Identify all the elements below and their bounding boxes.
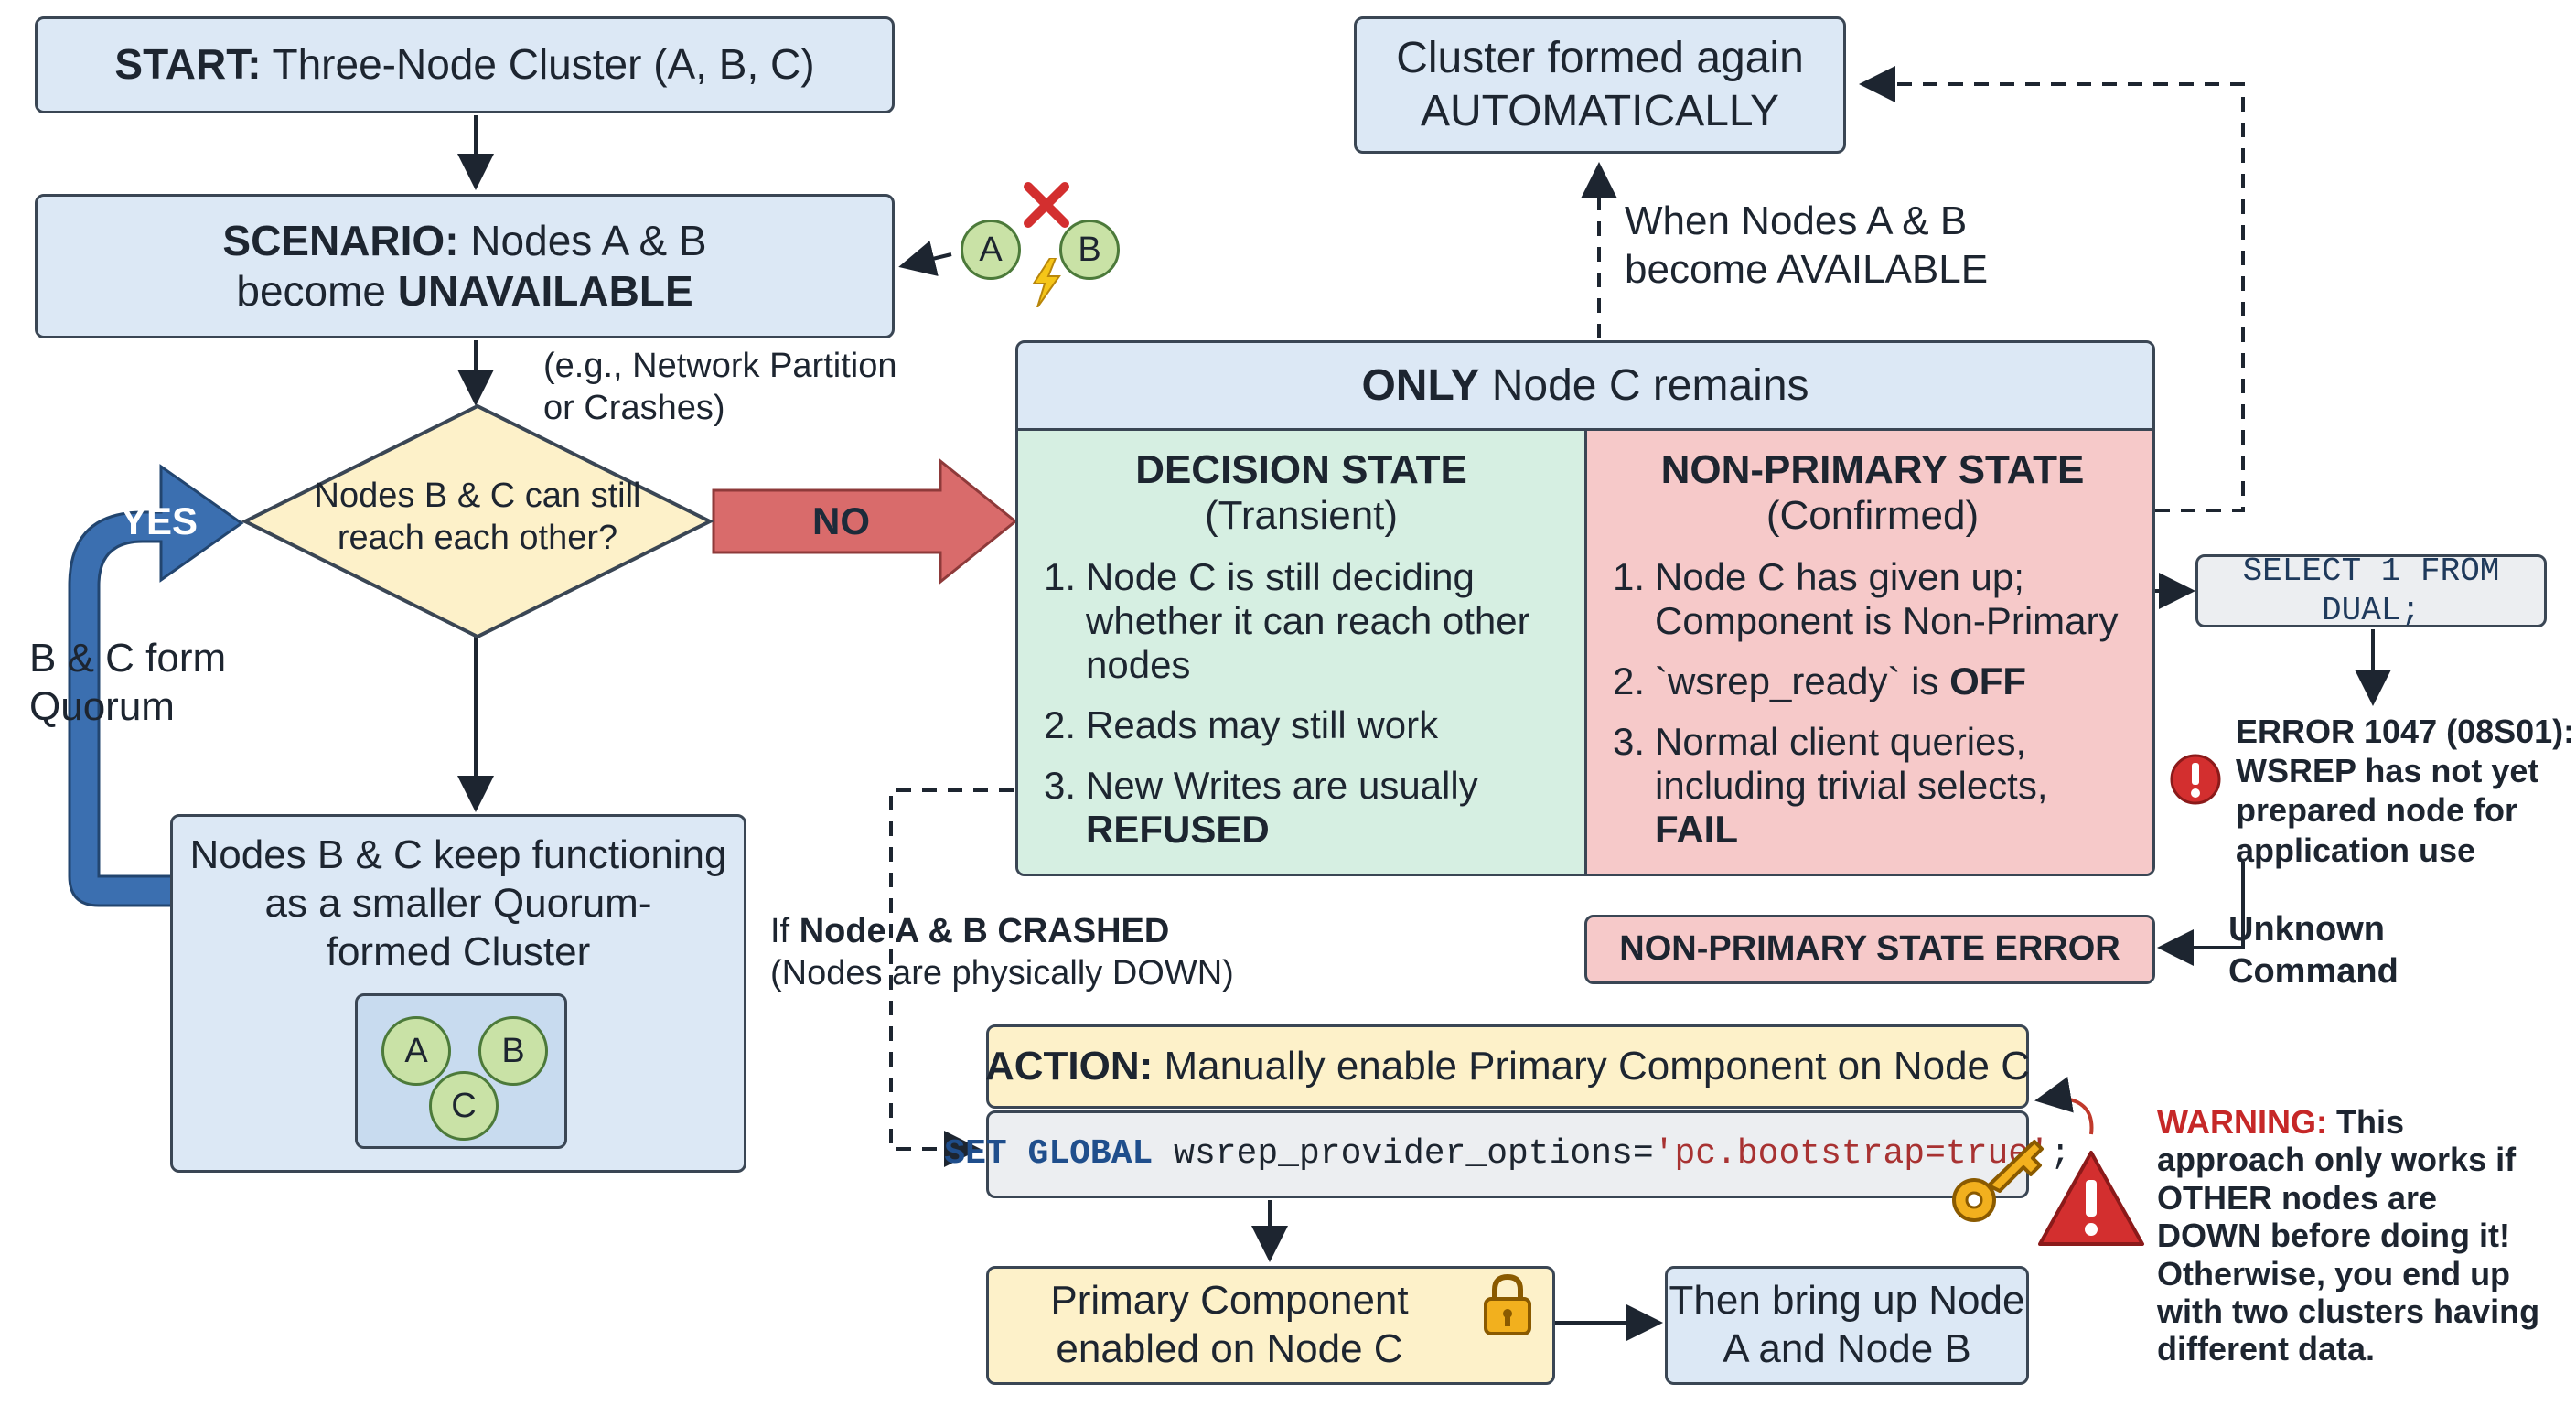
decision-diamond — [242, 403, 714, 639]
non-primary-item-1: 1.Node C has given up; Component is Non-… — [1613, 555, 2119, 642]
cluster-again-line1: Cluster formed again — [1396, 34, 1804, 83]
scenario-label: SCENARIO: — [222, 216, 459, 264]
bring-up-line1: Then bring up Node — [1669, 1278, 2025, 1324]
scenario-box: SCENARIO: Nodes A & B become UNAVAILABLE — [35, 194, 895, 338]
node-a-circle: A — [961, 220, 1021, 280]
no-arrow-shape — [712, 457, 1018, 585]
red-x-icon — [1024, 182, 1069, 228]
lightning-icon — [1032, 258, 1061, 307]
yes-label: YES — [121, 499, 199, 542]
error-message: ERROR 1047 (08S01): WSREP has not yet pr… — [2236, 713, 2575, 869]
yes-arrow-body — [68, 464, 244, 907]
start-label: START: — [114, 40, 262, 89]
set-global-box: SET GLOBAL wsrep_provider_options='pc.bo… — [944, 1110, 2071, 1198]
cluster-again-line2: AUTOMATICALLY — [1420, 87, 1780, 135]
warning-text: WARNING: This approach only works if OTH… — [2157, 1103, 2549, 1368]
bring-up-box: Then bring up Node A and Node B — [1665, 1266, 2029, 1385]
non-primary-title: NON-PRIMARY STATE — [1660, 447, 2085, 492]
cluster-node-a: A — [381, 1016, 451, 1086]
cluster-node-b: B — [478, 1016, 548, 1086]
non-primary-state-panel: NON-PRIMARY STATE (Confirmed) 1.Node C h… — [1587, 431, 2152, 874]
arrow-icon-scenario — [898, 241, 952, 276]
decision-state-subtitle: (Transient) — [1204, 493, 1399, 538]
unknown-command-label: Unknown Command — [2228, 910, 2399, 991]
broken-link-icon: A B — [961, 179, 1143, 307]
quorum-line1: Nodes B & C keep functioning — [189, 832, 727, 877]
non-primary-error-box: NON-PRIMARY STATE ERROR — [1584, 915, 2155, 984]
error-icon — [2170, 754, 2221, 805]
scenario-text: Nodes A & B — [458, 216, 707, 264]
primary-line1: Primary Component — [1050, 1278, 1409, 1324]
scenario-line2: become — [236, 267, 398, 315]
partition-note: (e.g., Network Partition or Crashes) — [543, 347, 897, 427]
available-label: When Nodes A & B become AVAILABLE — [1625, 198, 1989, 292]
node-b-circle: B — [1059, 220, 1120, 280]
dashed-crashed-path — [889, 788, 1014, 1167]
primary-enabled-box: Primary Component enabled on Node C — [986, 1266, 1555, 1385]
only-node-c-box: ONLY Node C remains DECISION STATE (Tran… — [1015, 340, 2155, 876]
non-primary-item-3: 3.Normal client queries, including trivi… — [1613, 720, 2048, 851]
non-primary-subtitle: (Confirmed) — [1766, 493, 1980, 538]
decision-item-3: 3.New Writes are usually REFUSED — [1044, 764, 1478, 851]
non-primary-item-2: 2.`wsrep_ready` is OFF — [1613, 660, 2027, 702]
select-query-box: SELECT 1 FROM DUAL; — [2195, 552, 2547, 629]
cluster-nodes-group: A B C — [355, 993, 567, 1149]
decision-state-panel: DECISION STATE (Transient) 1.Node C is s… — [1018, 431, 1587, 874]
start-text: Three-Node Cluster (A, B, C) — [261, 40, 815, 89]
scenario-unavailable: UNAVAILABLE — [397, 267, 693, 315]
start-box: START: Three-Node Cluster (A, B, C) — [35, 16, 895, 113]
warning-icon — [2038, 1151, 2144, 1246]
quorum-line2: as a smaller Quorum- — [264, 880, 652, 926]
cluster-again-box: Cluster formed again AUTOMATICALLY — [1354, 16, 1846, 154]
dashed-loop-right — [1859, 66, 2245, 512]
key-icon — [1952, 1140, 2044, 1222]
bring-up-line2: A and Node B — [1723, 1326, 1971, 1371]
crashed-label: If Node A & B CRASHED (Nodes are physica… — [770, 912, 1234, 992]
quorum-line3: formed Cluster — [326, 928, 591, 974]
primary-line2: enabled on Node C — [1056, 1326, 1403, 1371]
decision-text: Nodes B & C can still reach each other? — [314, 477, 641, 557]
decision-item-2: 2.Reads may still work — [1044, 703, 1439, 746]
decision-state-title: DECISION STATE — [1135, 447, 1467, 492]
action-box: ACTION: Manually enable Primary Componen… — [985, 1024, 2030, 1109]
only-node-c-header: ONLY Node C remains — [1018, 343, 2152, 431]
decision-item-1: 1.Node C is still deciding whether it ca… — [1044, 555, 1530, 686]
lock-icon — [1484, 1273, 1531, 1335]
arrow-error-npe — [2157, 862, 2245, 966]
arrow-warning-curve — [2034, 1077, 2094, 1135]
quorum-label: B & C form Quorum — [29, 636, 227, 729]
cluster-node-c: C — [429, 1071, 499, 1141]
no-label: NO — [812, 499, 870, 542]
